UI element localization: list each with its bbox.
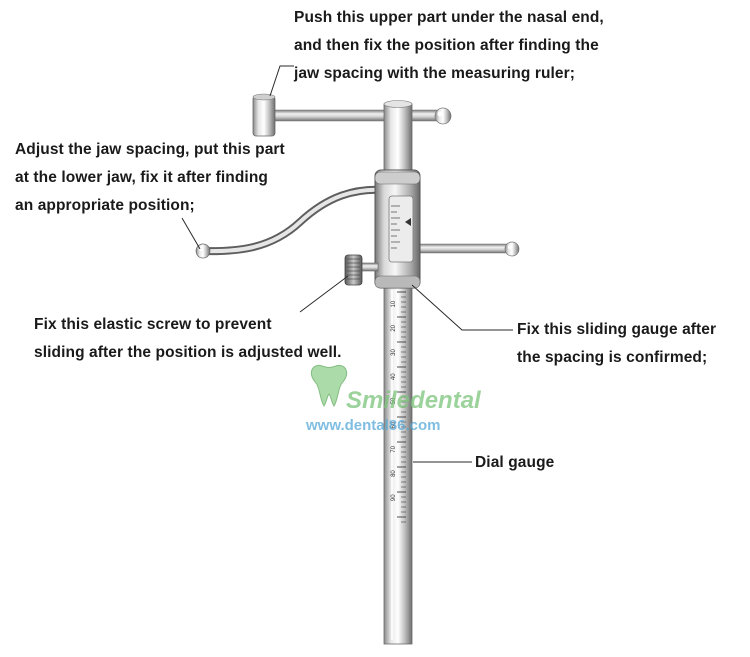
annotation-line: Adjust the jaw spacing, put this part xyxy=(15,141,285,158)
scale-tick-label: 70 xyxy=(391,445,397,452)
upper-nasal-bar xyxy=(252,93,452,137)
scale-tick-label: 40 xyxy=(391,373,397,380)
annotation-line: Fix this sliding gauge after xyxy=(517,321,717,338)
sliding-gauge-block xyxy=(374,169,421,289)
annotation-line: Dial gauge xyxy=(475,454,555,471)
leader-sliding-gauge xyxy=(411,284,513,331)
annotation-line: Push this upper part under the nasal end… xyxy=(294,9,604,26)
annotation-line: and then fix the position after finding … xyxy=(294,37,599,54)
annotation-line: an appropriate position; xyxy=(15,197,195,214)
watermark-url: www.dental86.com xyxy=(305,417,440,434)
annotation-line: sliding after the position is adjusted w… xyxy=(34,344,342,361)
scale-tick-label: 60 xyxy=(391,421,397,428)
elastic-screw xyxy=(344,254,379,286)
annotation-dial-gauge: Dial gauge xyxy=(475,449,554,477)
annotation-line: Fix this elastic screw to prevent xyxy=(34,316,272,333)
annotation-upper-part: Push this upper part under the nasal end… xyxy=(294,4,604,88)
annotation-sliding-gauge: Fix this sliding gauge after the spacing… xyxy=(517,316,716,372)
leader-lower-jaw xyxy=(181,217,201,250)
scale-tick-label: 20 xyxy=(391,324,397,331)
leader-lines xyxy=(181,65,513,463)
watermark-brand: Smiledental xyxy=(346,387,482,414)
annotation-lower-jaw-part: Adjust the jaw spacing, put this part at… xyxy=(15,136,285,220)
scale-tick-label: 80 xyxy=(391,470,397,477)
leader-upper-part xyxy=(269,65,294,97)
annotation-line: the spacing is confirmed; xyxy=(517,349,708,366)
scale-tick-label: 30 xyxy=(391,349,397,356)
scale-tick-label: 90 xyxy=(391,494,397,501)
annotation-line: at the lower jaw, fix it after finding xyxy=(15,169,268,186)
dial-gauge-scale: 10 20 30 40 50 60 70 80 90 xyxy=(391,291,406,523)
watermark: Smiledental www.dental86.com xyxy=(305,364,482,434)
tooth-logo-icon xyxy=(310,364,348,407)
annotation-elastic-screw: Fix this elastic screw to prevent slidin… xyxy=(34,311,342,367)
annotation-line: jaw spacing with the measuring ruler; xyxy=(294,65,576,82)
scale-tick-label: 50 xyxy=(391,397,397,404)
leader-elastic-screw xyxy=(299,275,349,313)
scale-tick-label: 10 xyxy=(391,300,397,307)
right-horizontal-arm xyxy=(409,241,520,257)
